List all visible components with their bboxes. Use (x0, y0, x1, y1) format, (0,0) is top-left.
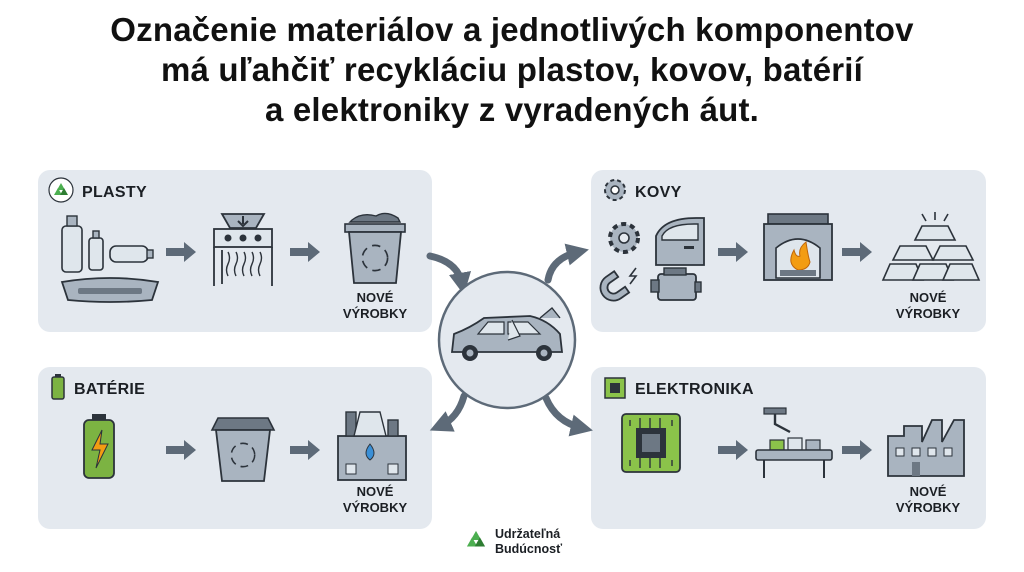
elektronika-output: NOVÉ VÝROBKY (883, 484, 973, 516)
baterie-output-line1: NOVÉ (356, 484, 394, 499)
plasty-output-line1: NOVÉ (356, 290, 394, 305)
recycle-bin-icon (344, 212, 406, 284)
baterie-label: BATÉRIE (74, 381, 146, 398)
baterie-output: NOVÉ VÝROBKY (330, 484, 420, 516)
plasty-output-line2: VÝROBKY (342, 306, 408, 321)
large-battery-icon (83, 414, 115, 479)
title-line-1: Označenie materiálov a jednotlivých komp… (110, 11, 914, 48)
gear-icon (604, 179, 626, 201)
bottles-icon (61, 215, 154, 273)
process-arrows (166, 242, 872, 460)
kovy-output-line2: VÝROBKY (895, 306, 961, 321)
metal-ingots-icon (881, 212, 981, 281)
flow-arrows (426, 243, 593, 437)
kovy-label: KOVY (635, 184, 682, 201)
battery-icon (51, 374, 65, 400)
gear-part-icon (608, 222, 640, 254)
magnet-icon (599, 267, 638, 302)
main-title: Označenie materiálov a jednotlivých komp… (0, 10, 1024, 130)
kovy-output-line1: NOVÉ (909, 290, 947, 305)
footer-line1: Udržateľná (495, 527, 561, 541)
baterie-output-line2: VÝROBKY (342, 500, 408, 515)
car-icon (450, 307, 564, 361)
footer-logo-icon (466, 530, 486, 547)
title-line-3: a elektroniky z vyradených áut. (264, 91, 760, 128)
factory-2-icon (887, 419, 965, 477)
shredder-icon (213, 213, 273, 286)
kovy-output: NOVÉ VÝROBKY (883, 290, 973, 322)
elektronika-output-line2: VÝROBKY (895, 500, 961, 515)
conveyor-icon (755, 407, 833, 478)
recycle-bin-2-icon (210, 417, 276, 482)
footer-line2: Budúcnosť (495, 542, 563, 556)
elektronika-label: ELEKTRONIKA (635, 381, 754, 398)
recycle-icon (48, 177, 74, 203)
elektronika-output-line1: NOVÉ (909, 484, 947, 499)
plasty-output: NOVÉ VÝROBKY (330, 290, 420, 322)
chip-icon (604, 377, 626, 399)
circuit-board-icon (621, 413, 681, 473)
footer-brand: Udržateľná Budúcnosť (495, 527, 562, 557)
engine-icon (650, 267, 702, 301)
car-door-icon (655, 217, 705, 266)
bumper-icon (60, 277, 160, 303)
title-line-2: má uľahčiť recykláciu plastov, kovov, ba… (160, 51, 864, 88)
factory-icon (337, 411, 407, 481)
furnace-icon (763, 213, 833, 281)
plasty-label: PLASTY (82, 184, 147, 201)
